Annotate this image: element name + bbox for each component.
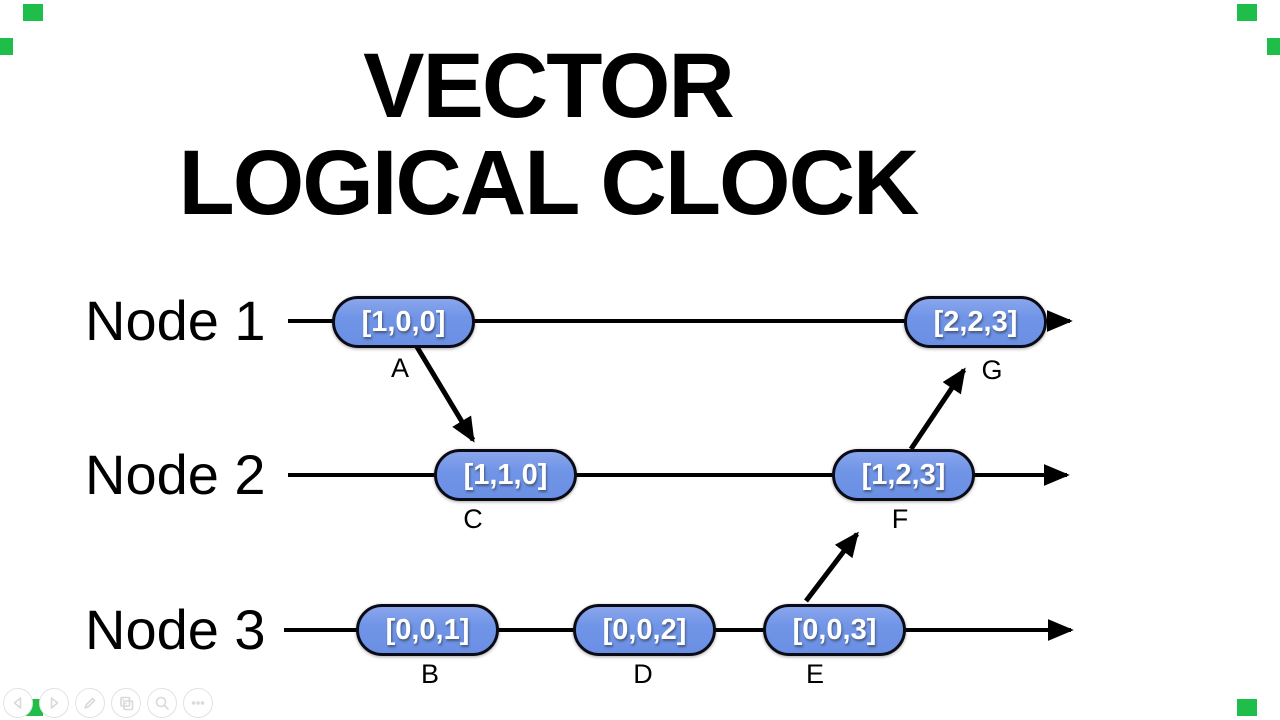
next-button[interactable] [39, 688, 69, 718]
frames-icon [120, 696, 134, 711]
message-arrow-f-to-g [908, 367, 967, 451]
event-pill-f: [1,2,3] [832, 449, 975, 501]
event-clock-c: [1,1,0] [463, 458, 548, 491]
message-arrow-e-to-f [804, 531, 859, 603]
event-clock-b: [0,0,1] [385, 613, 470, 646]
recording-corner-marker-top-right [1237, 4, 1257, 21]
event-clock-f: [1,2,3] [861, 458, 946, 491]
event-pill-d: [0,0,2] [573, 604, 716, 656]
node-1-label: Node 1 [85, 289, 266, 352]
event-letter-d: D [633, 659, 653, 689]
event-pill-e: [0,0,3] [763, 604, 906, 656]
zoom-button[interactable] [147, 688, 177, 718]
event-letter-g: G [981, 355, 1003, 385]
event-letter-f: F [891, 504, 909, 534]
previous-icon [13, 697, 22, 709]
event-pill-g: [2,2,3] [904, 296, 1047, 348]
recording-corner-marker-right-edge [1267, 38, 1280, 55]
message-arrow-a-to-c [414, 345, 476, 443]
event-letter-a: A [390, 353, 410, 383]
previous-button[interactable] [3, 688, 33, 718]
event-letter-e: E [805, 659, 825, 689]
magnifier-icon [155, 696, 169, 710]
event-clock-g: [2,2,3] [933, 305, 1018, 338]
event-letter-c: C [463, 504, 483, 534]
event-clock-a: [1,0,0] [361, 305, 446, 338]
pen-icon [84, 697, 96, 709]
recording-corner-marker-bottom-right [1237, 699, 1257, 716]
more-button[interactable] [183, 688, 213, 718]
event-clock-e: [0,0,3] [792, 613, 877, 646]
title-line-2: LOGICAL CLOCK [178, 132, 920, 234]
node-2-label: Node 2 [85, 443, 266, 506]
recording-corner-marker-left-edge [0, 38, 13, 55]
event-pill-b: [0,0,1] [356, 604, 499, 656]
recording-corner-marker-top-left [23, 4, 43, 21]
ellipsis-icon [191, 701, 205, 705]
page-title: VECTOR LOGICAL CLOCK [148, 38, 948, 232]
frames-button[interactable] [111, 688, 141, 718]
title-line-1: VECTOR [363, 35, 735, 137]
event-pill-a: [1,0,0] [332, 296, 475, 348]
node-3-label: Node 3 [85, 598, 266, 661]
event-clock-d: [0,0,2] [602, 613, 687, 646]
event-pill-c: [1,1,0] [434, 449, 577, 501]
event-letter-b: B [420, 659, 440, 689]
pen-button[interactable] [75, 688, 105, 718]
next-icon [50, 697, 59, 709]
